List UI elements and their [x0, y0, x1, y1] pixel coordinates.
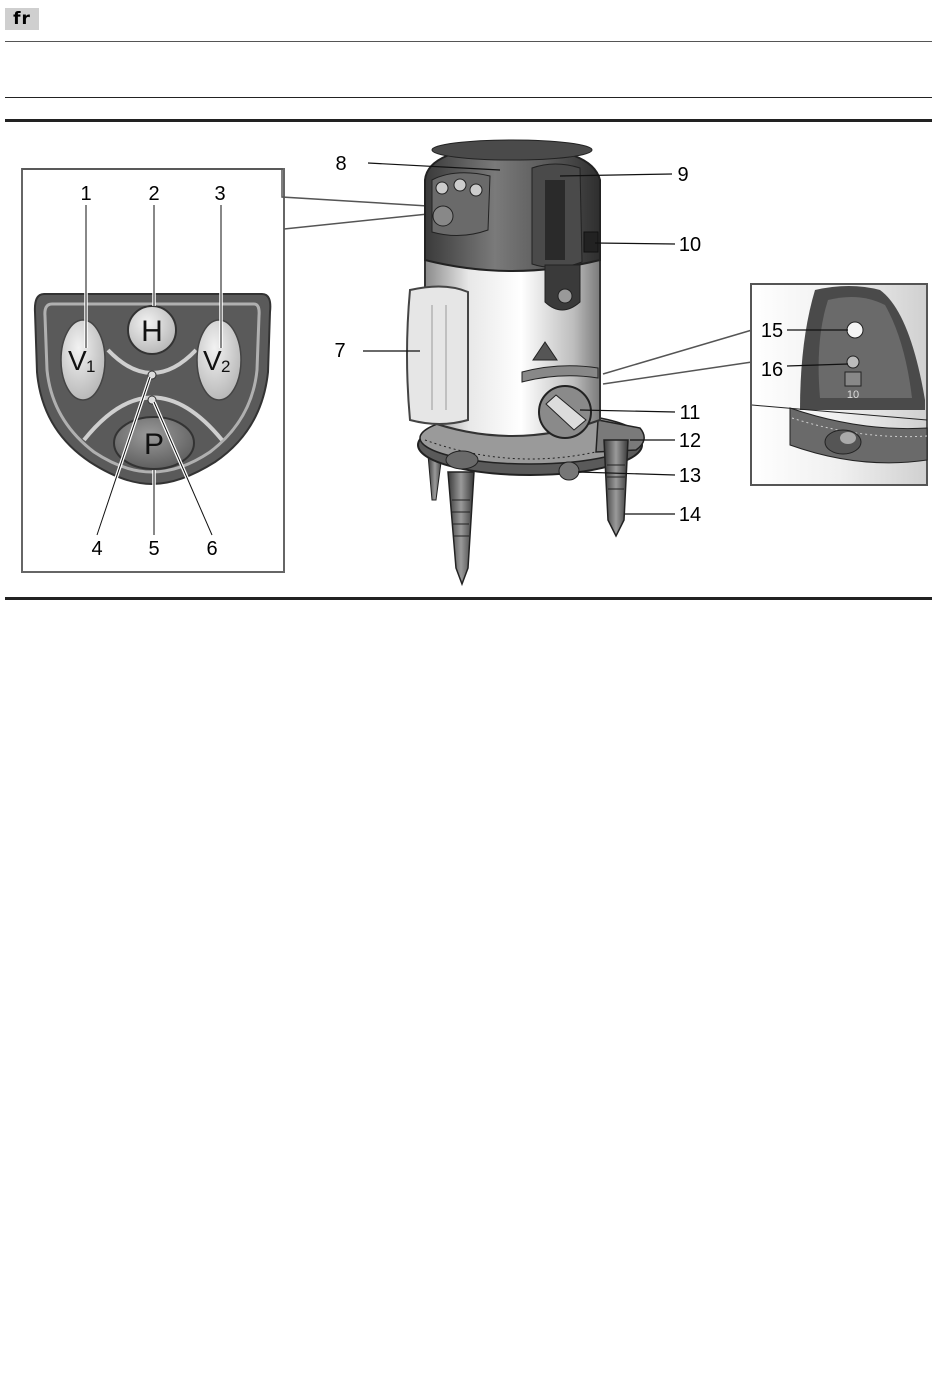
- callout-1: 1: [80, 183, 91, 205]
- product-figure: V 1 H V 2 P 1: [0, 0, 950, 620]
- port-label: 10: [847, 389, 859, 401]
- charging-socket: [847, 356, 859, 368]
- callout-7: 7: [334, 340, 345, 362]
- h-button-label: H: [141, 315, 163, 348]
- p-button-label: P: [144, 428, 164, 461]
- callout-2: 2: [148, 183, 159, 205]
- callout-16: 16: [761, 359, 783, 381]
- fine-adjust-knob: [559, 462, 579, 480]
- callout-6: 6: [206, 538, 217, 560]
- on-off-switch: [584, 232, 598, 252]
- callout-14: 14: [679, 504, 701, 526]
- callout-13: 13: [679, 465, 701, 487]
- laser-receiver-button: [847, 322, 863, 338]
- callout-15: 15: [761, 320, 783, 342]
- callout-10: 10: [679, 234, 701, 256]
- callout-12: 12: [679, 430, 701, 452]
- v2-button-label: V: [203, 345, 222, 376]
- callout-8: 8: [335, 153, 346, 175]
- callout-3: 3: [214, 183, 225, 205]
- detail-inset: 10 15 16: [603, 284, 927, 485]
- callout-11: 11: [680, 402, 701, 424]
- callout-9: 9: [677, 164, 688, 186]
- v1-button-sub: 1: [86, 357, 95, 376]
- callout-5: 5: [148, 538, 159, 560]
- battery-compartment: [407, 286, 468, 424]
- v2-button-sub: 2: [221, 357, 230, 376]
- keypad-inset: V 1 H V 2 P 1: [22, 169, 428, 572]
- callout-4: 4: [91, 538, 102, 560]
- v1-button-label: V: [68, 345, 87, 376]
